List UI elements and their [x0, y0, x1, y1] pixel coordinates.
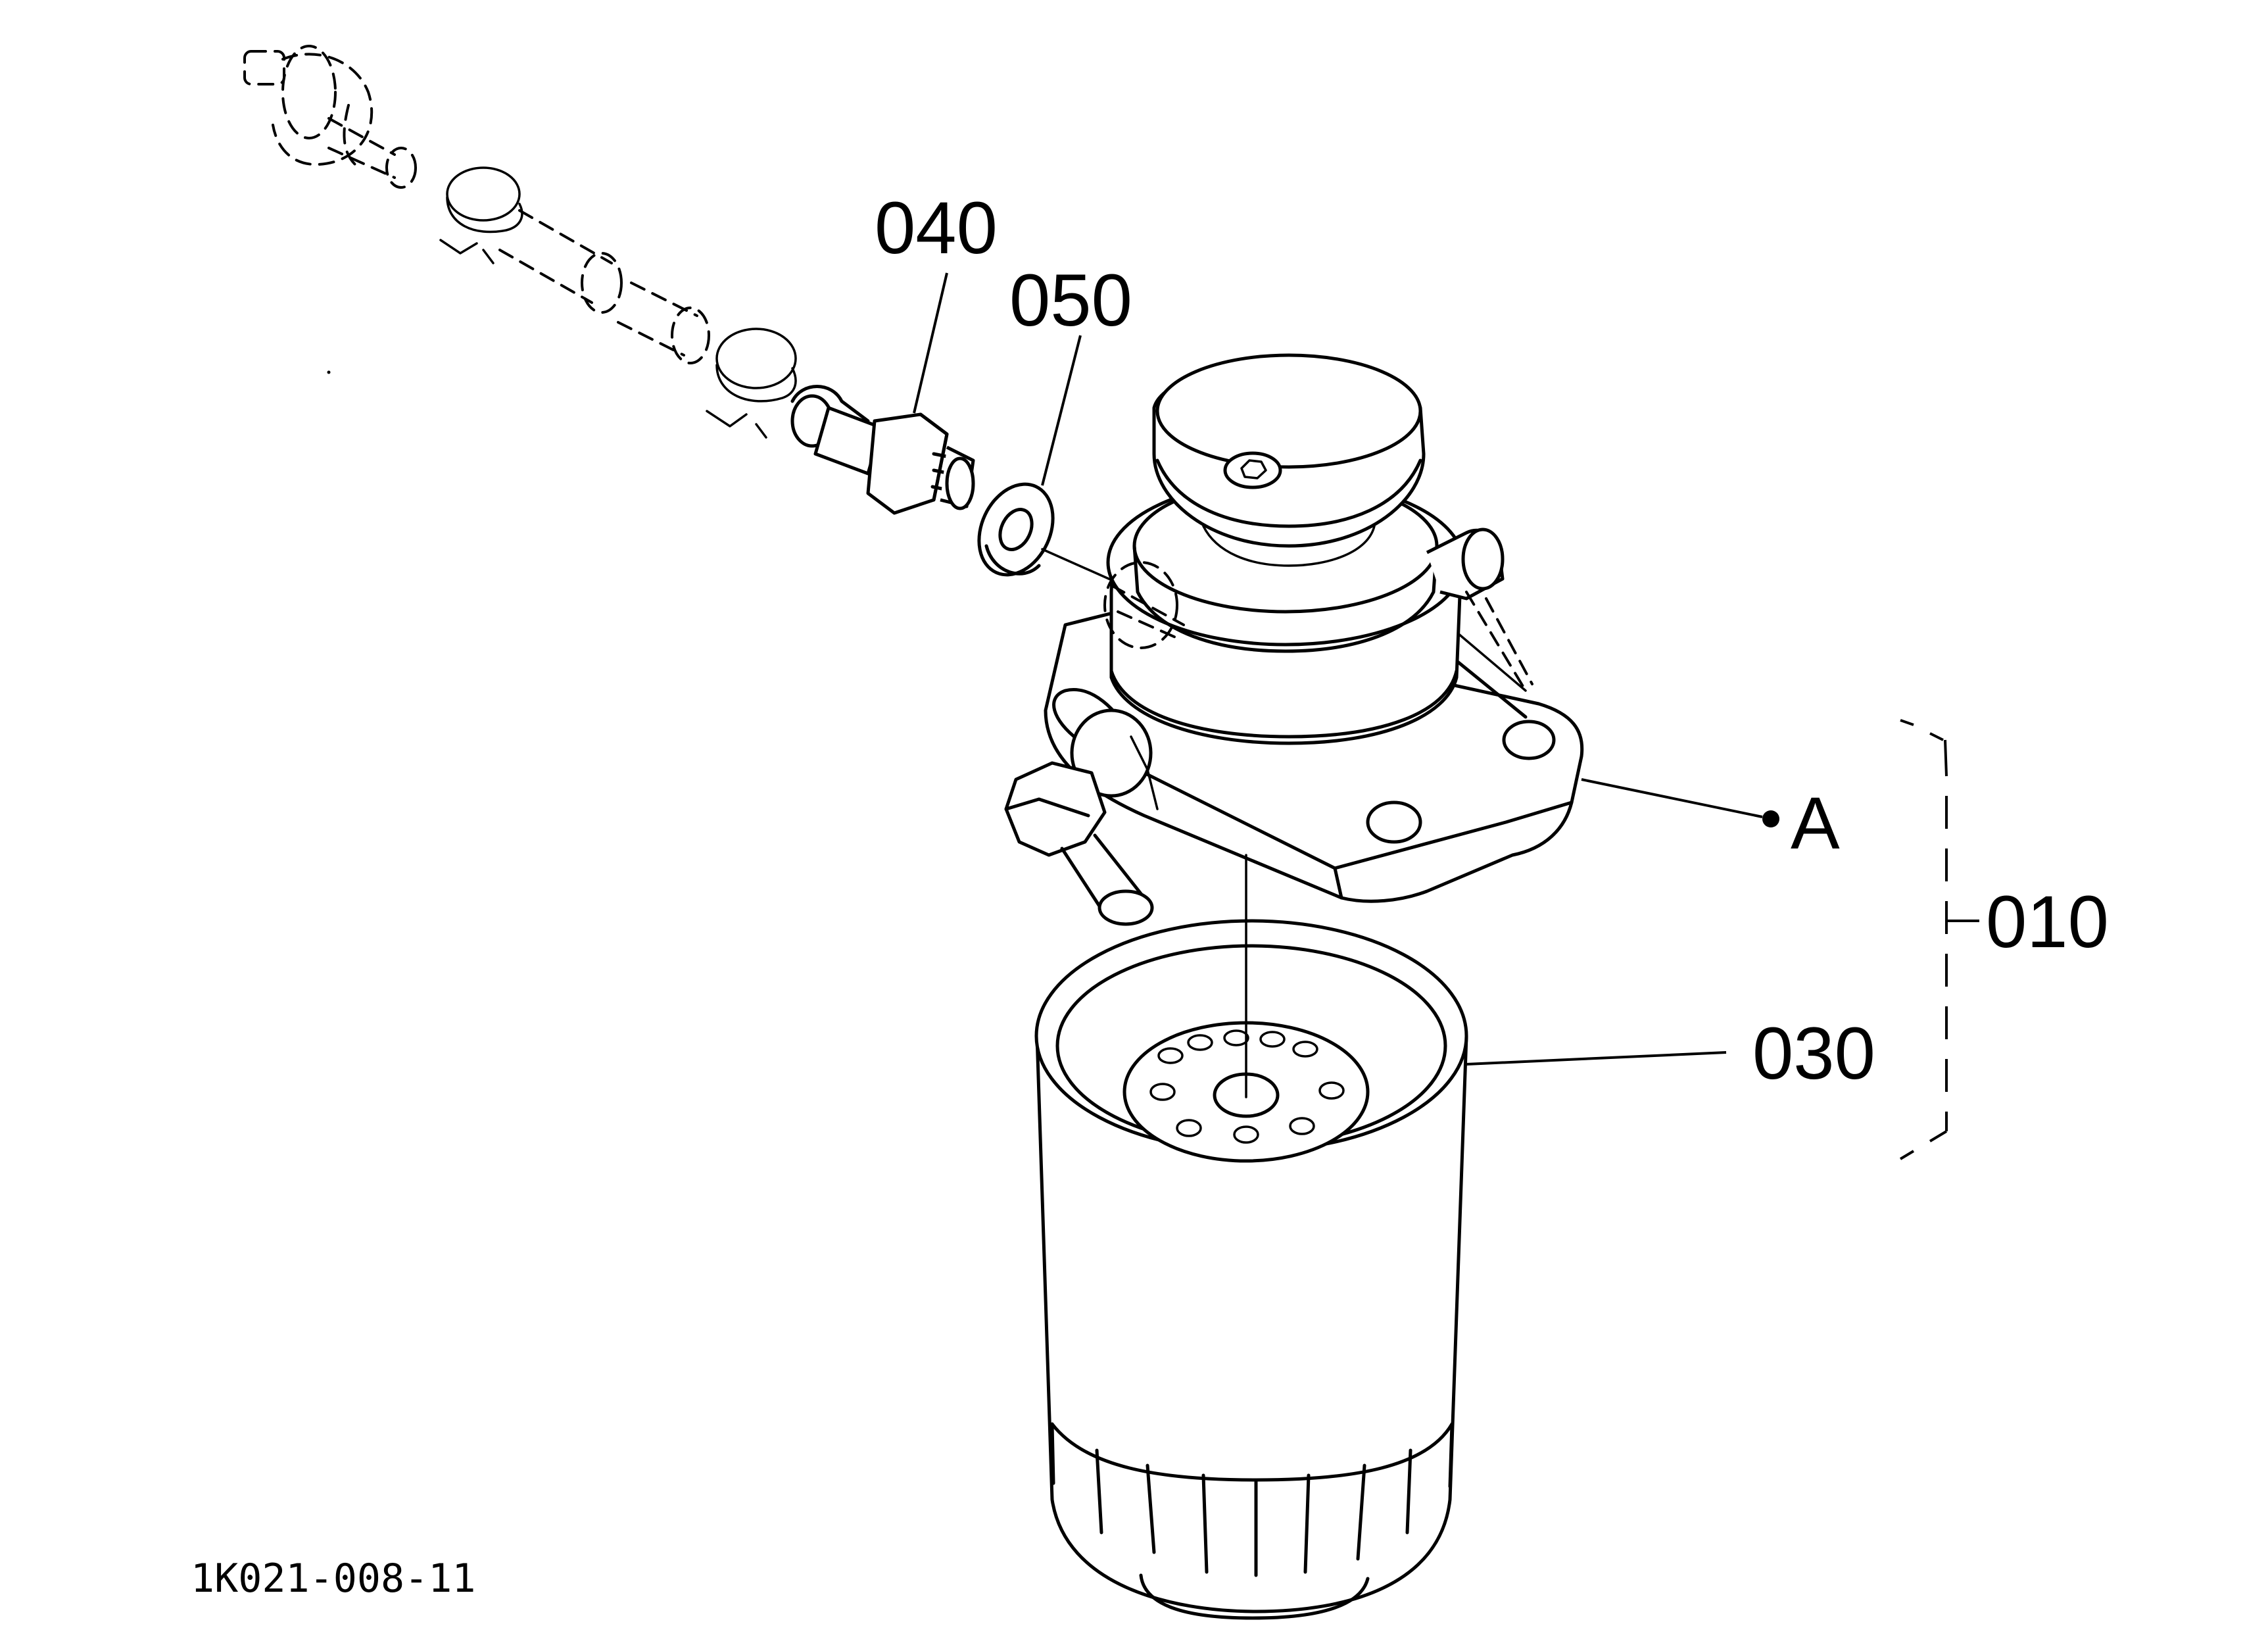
leader-040: [913, 272, 948, 414]
part-040-fitting: [790, 385, 975, 515]
hose-clamp-upper: [439, 166, 523, 264]
stray-dot: [327, 370, 331, 374]
part-050-washer: [977, 482, 1055, 577]
callout-030: 030: [1752, 1012, 1875, 1094]
filter-head-bracket: [1004, 353, 1584, 926]
part-030-filter-cartridge: [1034, 854, 1468, 1620]
fuel-hose-assembly: [243, 45, 797, 439]
figure-code: 1K021-008-11: [191, 1556, 475, 1602]
leader-050: [1041, 335, 1082, 486]
leader-030: [1466, 1051, 1727, 1066]
inlet-fitting: [243, 45, 417, 189]
callout-010: 010: [1986, 881, 2109, 963]
base-plate-holes: [1149, 1029, 1345, 1144]
hose-clamp-lower: [706, 328, 797, 439]
leader-A: [1581, 778, 1763, 818]
bracket-010: [1899, 719, 1948, 1160]
rubber-hose: [498, 209, 710, 364]
leader-A-dot: [1762, 810, 1779, 827]
callout-040: 040: [875, 187, 998, 269]
callout-050: 050: [1009, 259, 1132, 341]
callout-A: A: [1791, 782, 1840, 864]
leader-lines: [913, 272, 1979, 1160]
